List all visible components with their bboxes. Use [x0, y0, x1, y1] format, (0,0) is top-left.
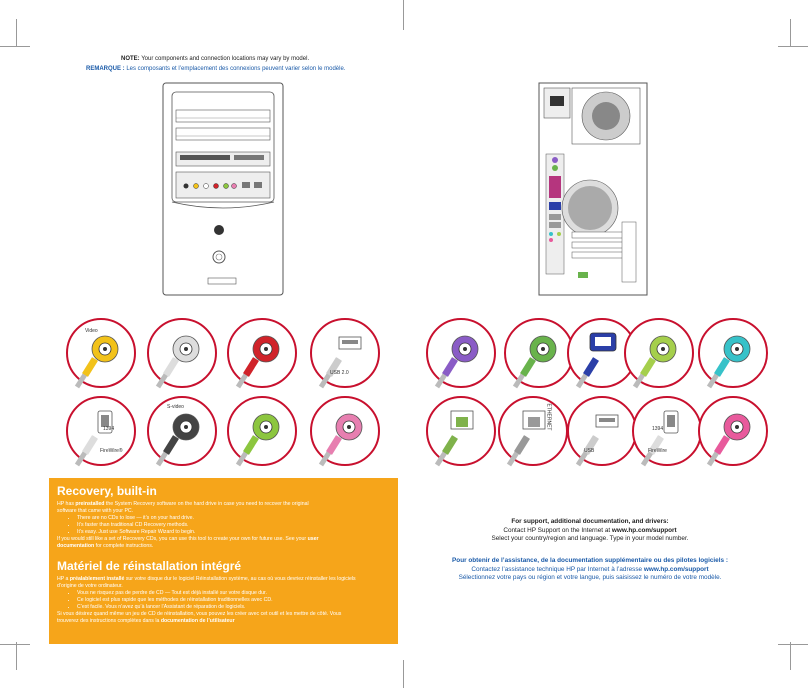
crop-mark [16, 642, 17, 670]
support-url-link-fr[interactable]: www.hp.com/support [643, 565, 709, 573]
support-fr-line2: Sélectionnez votre pays ou région et vot… [458, 574, 722, 581]
pc-back-illustration [538, 82, 648, 296]
list-item: C’est facile. Vous n’avez qu’à lancer l’… [77, 604, 357, 611]
recovery-bullets-fr: Vous ne risquez pas de perdre de CD — To… [57, 590, 357, 611]
crop-mark [403, 0, 404, 30]
text: HP has [57, 501, 76, 507]
recovery-body-fr: HP a préalablement installé sur votre di… [57, 576, 357, 625]
recovery-body-en: HP has preinstalled the System Recovery … [57, 501, 327, 550]
crop-mark [403, 660, 404, 688]
connector-firewire-back [632, 396, 702, 466]
recovery-title-en: Recovery, built-in [57, 484, 157, 498]
recovery-panel: Recovery, built-in HP has preinstalled t… [49, 478, 398, 644]
recovery-title-fr: Matériel de réinstallation intégré [57, 559, 242, 573]
label-svideo: S-video [167, 404, 184, 410]
crop-mark [790, 642, 791, 670]
connector-video [66, 318, 136, 388]
note-en-text: Your components and connection locations… [141, 56, 310, 62]
support-url-link[interactable]: www.hp.com/support [611, 526, 677, 534]
support-en-line1: Contact HP Support on the Internet at ww… [440, 527, 740, 536]
text: sur votre disque dur le logiciel Réinsta… [57, 576, 356, 589]
label-usb-back: USB [584, 448, 595, 454]
recovery-intro-fr: HP a préalablement installé sur votre di… [57, 576, 357, 590]
text: for complete instructions. [94, 543, 154, 549]
list-item: Ce logiciel est plus rapide que les méth… [77, 597, 357, 604]
crop-mark [16, 19, 17, 47]
text: the System Recovery software on the hard… [57, 501, 309, 514]
crop-mark [0, 46, 30, 47]
support-en: For support, additional documentation, a… [440, 518, 740, 544]
support-fr: Pour obtenir de l’assistance, de la docu… [412, 557, 768, 583]
label-1394-back: 1394 [652, 426, 664, 432]
connector-line-in [698, 318, 768, 388]
connector-ps2-mouse [504, 318, 574, 388]
connector-headphone [227, 396, 297, 466]
crop-mark [778, 46, 808, 47]
label-usb: USB 2.0 [330, 370, 349, 376]
text-bold: user documentation [57, 536, 319, 549]
label-video: Video [85, 328, 98, 334]
list-item: It’s faster than traditional CD Recovery… [77, 522, 327, 529]
text: Contact HP Support on the Internet at [503, 526, 612, 534]
connector-audio-red [227, 318, 297, 388]
support-fr-line1: Contactez l’assistance technique HP par … [412, 566, 768, 575]
recovery-outro-en: If you would still like a set of Recover… [57, 536, 327, 550]
text-bold: preinstalled [75, 501, 105, 507]
note-fr-label: REMARQUE : [86, 66, 125, 72]
connector-ethernet [498, 396, 568, 466]
recovery-outro-fr: Si vous désirez quand même un jeu de CD … [57, 611, 357, 625]
crop-mark [0, 644, 30, 645]
crop-mark [778, 644, 808, 645]
text-bold: documentation de l’utilisateur [160, 618, 235, 624]
note-fr: REMARQUE : Les composants et l’emplaceme… [86, 66, 345, 72]
label-ethernet: ETHERNET [545, 403, 552, 431]
connector-mic-back [698, 396, 768, 466]
list-item: It’s easy. Just use Software Repair Wiza… [77, 529, 327, 536]
pc-front-illustration [162, 82, 284, 296]
support-en-heading: For support, additional documentation, a… [511, 518, 669, 525]
crop-mark [790, 19, 791, 47]
connector-usb [310, 318, 380, 388]
connector-microphone [310, 396, 380, 466]
label-1394-front: 1394 [103, 426, 115, 432]
support-fr-heading: Pour obtenir de l’assistance, de la docu… [452, 557, 728, 564]
connector-modem [426, 396, 496, 466]
list-item: Vous ne risquez pas de perdre de CD — To… [77, 590, 357, 597]
text: Contactez l’assistance technique HP par … [471, 565, 644, 573]
label-firewire-back: FireWire [648, 448, 667, 454]
connector-firewire [66, 396, 136, 466]
text: If you would still like a set of Recover… [57, 536, 308, 542]
note-en: NOTE: Your components and connection loc… [121, 56, 309, 62]
text: HP a [57, 576, 70, 582]
connector-usb-back [567, 396, 637, 466]
text: Si vous désirez quand même un jeu de CD … [57, 611, 342, 624]
recovery-bullets-en: There are no CDs to lose — it’s on your … [57, 515, 327, 536]
text-bold: préalablement installé [69, 576, 125, 582]
note-fr-text: Les composants et l’emplacement des conn… [126, 66, 346, 72]
label-firewire-front: FireWire® [100, 448, 123, 454]
note-en-label: NOTE: [121, 56, 140, 62]
connector-audio-white [147, 318, 217, 388]
connector-line-out [624, 318, 694, 388]
connector-ps2-keyboard [426, 318, 496, 388]
list-item: There are no CDs to lose — it’s on your … [77, 515, 327, 522]
recovery-intro-en: HP has preinstalled the System Recovery … [57, 501, 327, 515]
support-en-line2: Select your country/region and language.… [491, 535, 689, 542]
